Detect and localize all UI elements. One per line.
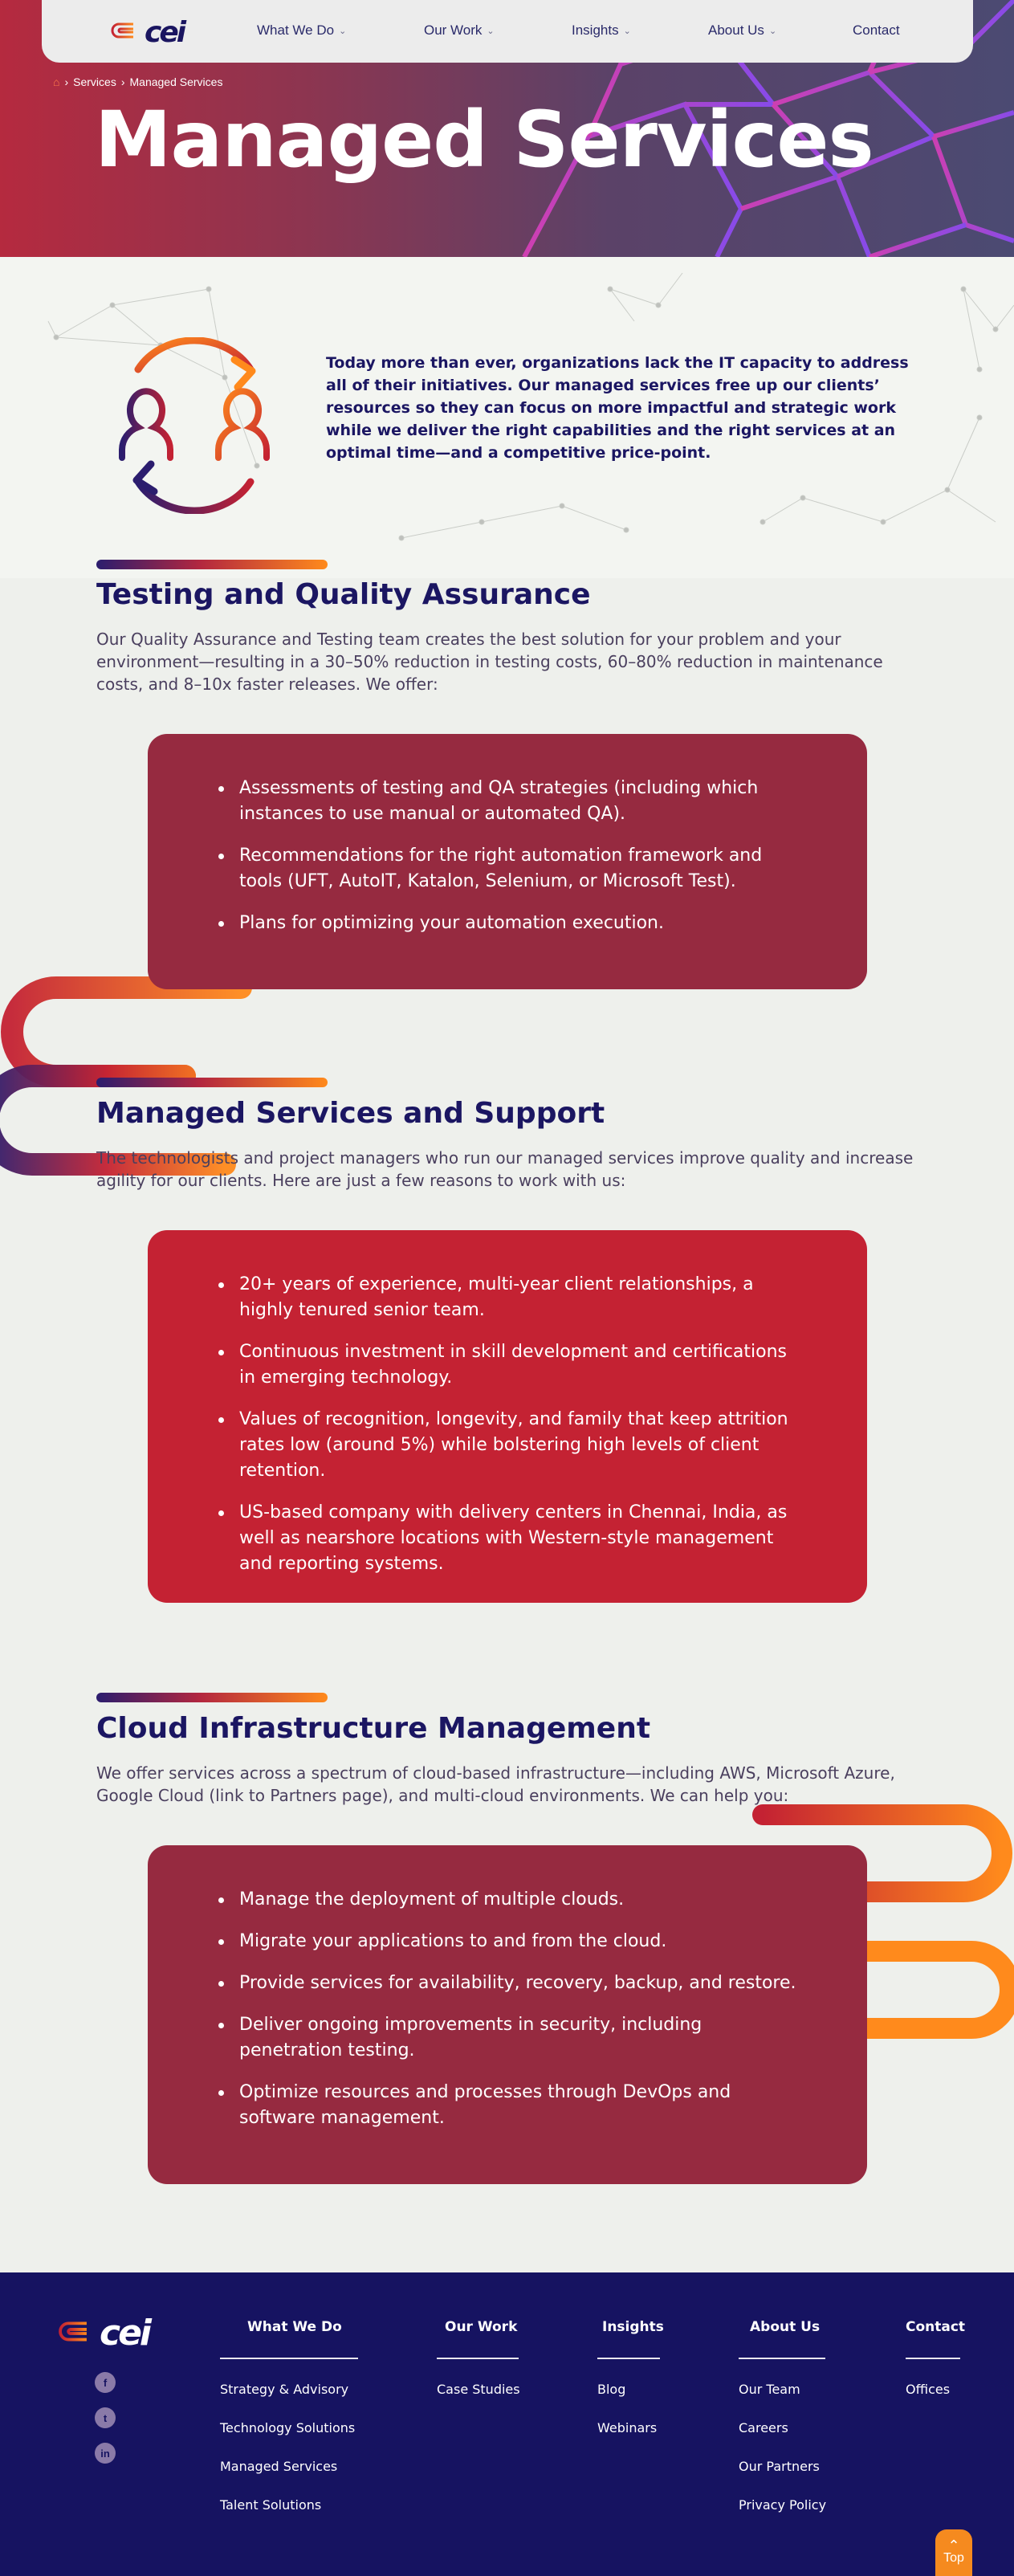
facebook-icon[interactable]: f <box>95 2372 116 2393</box>
footer-link-managed-services[interactable]: Managed Services <box>220 2459 338 2474</box>
list-item: Provide services for availability, recov… <box>215 1971 800 1996</box>
section-description-testing: Our Quality Assurance and Testing team c… <box>96 630 883 694</box>
section-description-cloud: We offer services across a spectrum of c… <box>96 1763 895 1805</box>
logo-mark-icon <box>111 22 133 39</box>
cloud-services-list: Manage the deployment of multiple clouds… <box>215 1887 800 2131</box>
chevron-up-icon: ⌃ <box>947 2537 960 2554</box>
twitter-icon[interactable]: t <box>95 2407 116 2428</box>
breadcrumb-separator: › <box>64 75 69 88</box>
nav-contact[interactable]: Contact <box>853 22 900 39</box>
cei-logo[interactable]: cei <box>109 15 198 49</box>
managed-services-reasons-card: 20+ years of experience, multi-year clie… <box>148 1230 867 1603</box>
footer-link-privacy[interactable]: Privacy Policy <box>739 2497 827 2513</box>
footer-link-strategy[interactable]: Strategy & Advisory <box>220 2382 349 2397</box>
people-exchange-icon <box>119 337 270 514</box>
back-to-top-label: Top <box>943 2551 964 2565</box>
list-item: Manage the deployment of multiple clouds… <box>215 1887 800 1913</box>
breadcrumb-item-services[interactable]: Services <box>73 75 116 88</box>
chevron-down-icon: ⌄ <box>339 26 347 36</box>
section-description-managed-services: The technologists and project managers w… <box>96 1148 914 1190</box>
nav-label: What We Do <box>257 22 335 38</box>
breadcrumb-separator: › <box>120 75 125 88</box>
list-item: Values of recognition, longevity, and fa… <box>215 1407 800 1484</box>
chevron-down-icon: ⌄ <box>487 26 495 36</box>
footer-link-careers[interactable]: Careers <box>739 2420 788 2435</box>
list-item: Recommendations for the right automation… <box>215 843 800 895</box>
testing-offer-list: Assessments of testing and QA strategies… <box>215 776 800 936</box>
footer-link-webinars[interactable]: Webinars <box>597 2420 658 2435</box>
footer-col-title-about-us[interactable]: About Us <box>750 2319 821 2335</box>
network-background-pattern <box>47 272 1014 541</box>
footer-link-case-studies[interactable]: Case Studies <box>437 2382 520 2397</box>
nav-what-we-do[interactable]: What We Do ⌄ <box>257 22 346 39</box>
nav-label: Our Work <box>424 22 483 38</box>
footer-link-talent[interactable]: Talent Solutions <box>220 2497 322 2513</box>
logo-mark-icon <box>59 2321 87 2341</box>
footer-col-divider <box>739 2358 825 2359</box>
footer-link-technology[interactable]: Technology Solutions <box>220 2420 356 2435</box>
list-item: Continuous investment in skill developme… <box>215 1339 800 1391</box>
list-item: Deliver ongoing improvements in security… <box>215 2012 800 2064</box>
decorative-swirl-left <box>0 976 252 1176</box>
section-accent-bar <box>96 1693 328 1702</box>
nav-our-work[interactable]: Our Work ⌄ <box>424 22 495 39</box>
breadcrumb-item-current: Managed Services <box>129 75 223 88</box>
list-item: Assessments of testing and QA strategies… <box>215 776 800 827</box>
breadcrumb: ⌂ › Services › Managed Services <box>53 75 222 88</box>
decorative-swirl-right <box>752 1804 1014 2039</box>
footer-col-divider <box>906 2358 960 2359</box>
nav-label: Insights <box>572 22 619 38</box>
section-accent-bar <box>96 1078 328 1087</box>
back-to-top-button[interactable]: ⌃ Top <box>935 2529 972 2576</box>
list-item: Plans for optimizing your automation exe… <box>215 911 800 936</box>
footer-cei-logo[interactable]: cei <box>56 2313 152 2354</box>
intro-paragraph: Today more than ever, organizations lack… <box>326 354 909 462</box>
chevron-down-icon: ⌄ <box>623 26 631 36</box>
footer-col-divider <box>597 2358 660 2359</box>
list-item: US-based company with delivery centers i… <box>215 1500 800 1577</box>
section-accent-bar <box>96 560 328 569</box>
site-footer: cei f t in What We Do Strategy & Advisor… <box>0 2272 1014 2576</box>
nav-label: Contact <box>853 22 900 38</box>
top-navigation: cei What We Do ⌄ Our Work ⌄ Insights ⌄ A… <box>42 0 973 63</box>
footer-col-title-insights[interactable]: Insights <box>602 2319 664 2335</box>
page-title: Managed Services <box>95 95 874 185</box>
footer-link-offices[interactable]: Offices <box>906 2382 951 2397</box>
linkedin-icon[interactable]: in <box>95 2443 116 2464</box>
logo-text: cei <box>145 15 186 49</box>
section-title-testing: Testing and Quality Assurance <box>96 578 591 611</box>
footer-col-title-contact[interactable]: Contact <box>906 2319 966 2335</box>
managed-services-reasons-list: 20+ years of experience, multi-year clie… <box>215 1272 800 1577</box>
list-item: Migrate your applications to and from th… <box>215 1929 800 1954</box>
chevron-down-icon: ⌄ <box>768 26 777 36</box>
nav-label: About Us <box>708 22 764 38</box>
footer-col-divider <box>220 2358 358 2359</box>
footer-col-title-what-we-do[interactable]: What We Do <box>247 2319 342 2335</box>
footer-col-title-our-work[interactable]: Our Work <box>445 2319 518 2335</box>
logo-text: cei <box>100 2313 152 2354</box>
nav-insights[interactable]: Insights ⌄ <box>572 22 631 39</box>
section-title-managed-services: Managed Services and Support <box>96 1097 605 1130</box>
nav-about-us[interactable]: About Us ⌄ <box>708 22 776 39</box>
list-item: 20+ years of experience, multi-year clie… <box>215 1272 800 1323</box>
intro-section: Today more than ever, organizations lack… <box>0 257 1014 578</box>
footer-link-our-team[interactable]: Our Team <box>739 2382 800 2397</box>
section-title-cloud: Cloud Infrastructure Management <box>96 1712 651 1745</box>
home-icon[interactable]: ⌂ <box>53 75 60 88</box>
footer-link-blog[interactable]: Blog <box>597 2382 626 2397</box>
footer-col-divider <box>437 2358 519 2359</box>
list-item: Optimize resources and processes through… <box>215 2080 800 2131</box>
cloud-services-card: Manage the deployment of multiple clouds… <box>148 1845 867 2184</box>
testing-offer-card: Assessments of testing and QA strategies… <box>148 734 867 989</box>
footer-link-our-partners[interactable]: Our Partners <box>739 2459 820 2474</box>
